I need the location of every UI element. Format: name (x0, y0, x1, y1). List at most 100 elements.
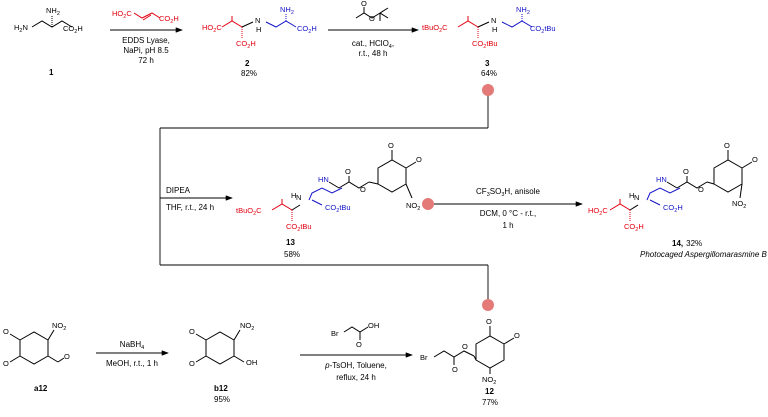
svg-text:HN: HN (656, 175, 667, 184)
svg-text:O: O (724, 141, 730, 150)
step3-line2: THF, r.t., 24 h (166, 203, 214, 212)
svg-text:HO2C: HO2C (112, 9, 132, 20)
svg-text:O: O (3, 359, 9, 368)
compound-b12-label: b12 (214, 384, 228, 393)
svg-text:CO2tBu: CO2tBu (530, 24, 556, 35)
svg-text:HN: HN (318, 175, 329, 184)
step1-line1: EDDS Lyase, (122, 36, 170, 45)
atom-nh2: NH2 (46, 6, 60, 17)
step1-line2: NaPi, pH 8.5 (123, 46, 169, 55)
svg-text:O: O (369, 14, 375, 23)
compound-14-name: Photocaged Aspergillomarasmine B (640, 250, 768, 259)
svg-text:H: H (291, 191, 296, 200)
svg-text:O: O (452, 365, 458, 374)
svg-text:CO2H: CO2H (159, 14, 179, 25)
svg-text:NO2: NO2 (52, 321, 66, 332)
svg-text:O: O (514, 331, 520, 340)
tbu-acetate-structure: O O (355, 0, 389, 23)
compound-2-yield: 82% (241, 69, 257, 78)
step5-line1: NaBH4 (120, 340, 144, 351)
svg-text:O: O (683, 167, 689, 176)
svg-text:O: O (416, 155, 422, 164)
step6-line1: p-TsOH, Toluene, (324, 361, 387, 370)
compound-2-structure: HO2C N H CO2H NH2 CO2H (202, 5, 317, 50)
compound-14-structure: HO2C N H CO2H HN CO2H O O O O NO2 (588, 141, 758, 233)
step4-line1: CF3SO3H, anisole (476, 187, 540, 198)
compound-1-label: 1 (49, 68, 54, 77)
svg-text:tBuO2C: tBuO2C (236, 206, 262, 217)
compound-12-yield: 77% (482, 398, 498, 407)
svg-text:CO2H: CO2H (297, 24, 317, 35)
svg-text:tBuO2C: tBuO2C (422, 23, 448, 34)
step4-line3: 1 h (502, 221, 513, 230)
svg-text:O: O (361, 0, 367, 8)
svg-text:HO2C: HO2C (202, 23, 222, 34)
svg-text:O: O (3, 327, 9, 336)
svg-text:N: N (255, 16, 260, 25)
compound-b12-yield: 95% (214, 395, 230, 404)
compound-a12-structure: NO2 O O O (3, 321, 70, 368)
node-marker-13 (422, 198, 434, 210)
svg-text:CO2H: CO2H (624, 222, 644, 233)
step1-line3: 72 h (138, 56, 154, 65)
compound-14-label: 14,32% (672, 239, 702, 248)
compound-3-yield: 64% (481, 69, 497, 78)
step2-line1: cat., HClO4, (352, 39, 394, 50)
step3-line1: DIPEA (166, 186, 191, 195)
svg-text:O: O (189, 327, 195, 336)
node-marker-3 (482, 84, 494, 96)
step5-line2: MeOH, r.t., 1 h (106, 359, 158, 368)
svg-text:CO2H: CO2H (236, 39, 256, 50)
svg-text:NH2: NH2 (516, 5, 530, 16)
svg-text:NO2: NO2 (732, 199, 746, 210)
svg-text:CO2tBu: CO2tBu (286, 222, 312, 233)
compound-13-label: 13 (286, 238, 295, 247)
compound-1-structure: H2N NH2 CO2H (14, 6, 83, 35)
svg-text:H: H (492, 25, 497, 34)
svg-text:Br: Br (331, 329, 339, 338)
svg-text:H: H (629, 191, 634, 200)
svg-text:O: O (345, 167, 351, 176)
fumaric-acid-structure: HO2C CO2H (112, 9, 179, 25)
compound-13-structure: tBuO2C N H CO2tBu HN CO2tBu O O O O NO2 (236, 141, 422, 233)
svg-text:O: O (360, 185, 366, 194)
svg-text:O: O (388, 141, 394, 150)
svg-text:OH: OH (246, 358, 257, 367)
step6-line2: reflux, 24 h (336, 373, 376, 382)
svg-text:N: N (634, 193, 639, 202)
compound-b12-structure: NO2 O O OH (189, 321, 257, 368)
svg-text:O: O (356, 340, 362, 349)
svg-text:NO2: NO2 (406, 201, 420, 212)
svg-text:O: O (64, 352, 70, 361)
svg-text:O: O (486, 317, 492, 326)
step4-line2: DCM, 0 °C - r.t., (480, 209, 537, 218)
compound-12-label: 12 (485, 387, 494, 396)
svg-text:N: N (491, 16, 496, 25)
svg-text:OH: OH (368, 321, 379, 330)
svg-text:NO2: NO2 (240, 321, 254, 332)
compound-3-label: 3 (485, 59, 490, 68)
compound-12-structure: Br O O O O NO2 (420, 317, 520, 386)
svg-text:HO2C: HO2C (588, 206, 608, 217)
node-marker-12 (482, 299, 494, 311)
svg-text:NH2: NH2 (280, 5, 294, 16)
svg-text:NO2: NO2 (482, 375, 496, 386)
svg-text:N: N (296, 193, 301, 202)
svg-text:CO2tBu: CO2tBu (325, 203, 351, 214)
atom-co2h: CO2H (63, 24, 83, 35)
compound-13-yield: 58% (284, 250, 300, 259)
svg-text:O: O (698, 185, 704, 194)
svg-text:O: O (462, 342, 468, 351)
svg-text:CO2H: CO2H (663, 203, 683, 214)
svg-text:Br: Br (420, 353, 428, 362)
svg-text:H: H (256, 25, 261, 34)
bromoacetic-acid-structure: Br O OH (331, 321, 379, 349)
compound-2-label: 2 (245, 59, 250, 68)
atom-h2n: H2N (14, 23, 28, 34)
compound-3-structure: tBuO2C N H CO2tBu NH2 CO2tBu (422, 5, 556, 50)
svg-text:O: O (189, 359, 195, 368)
compound-a12-label: a12 (34, 384, 48, 393)
svg-text:CO2tBu: CO2tBu (472, 39, 498, 50)
svg-text:O: O (752, 155, 758, 164)
